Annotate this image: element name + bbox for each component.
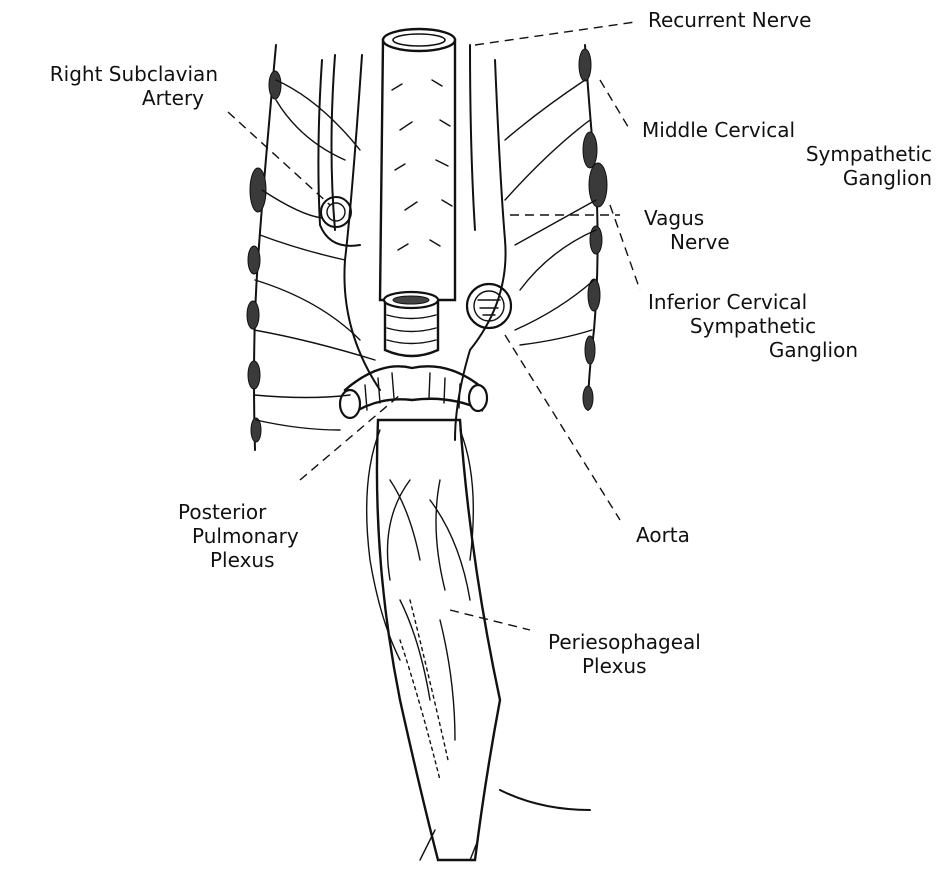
label-aorta: Aorta <box>636 523 690 547</box>
label-periesophageal-plexus: Periesophageal Plexus <box>548 630 748 678</box>
label-vagus-nerve: Vagus Nerve <box>644 206 794 254</box>
bronchus-stump <box>384 292 438 356</box>
right-subclavian-artery <box>318 55 360 246</box>
left-sympathetic-chain <box>247 45 281 450</box>
right-sympathetic-chain <box>579 45 607 410</box>
label-middle-cervical-ganglion: Middle Cervical Sympathetic Ganglion <box>642 118 932 190</box>
label-recurrent-nerve: Recurrent Nerve <box>648 8 811 32</box>
esophagus <box>377 420 500 860</box>
label-right-subclavian-artery: Right Subclavian Artery <box>8 62 218 110</box>
trachea <box>380 29 455 300</box>
label-posterior-pulmonary-plexus: Posterior Pulmonary Plexus <box>178 500 338 572</box>
label-inferior-cervical-ganglion: Inferior Cervical Sympathetic Ganglion <box>648 290 858 362</box>
bronchi <box>340 366 487 418</box>
